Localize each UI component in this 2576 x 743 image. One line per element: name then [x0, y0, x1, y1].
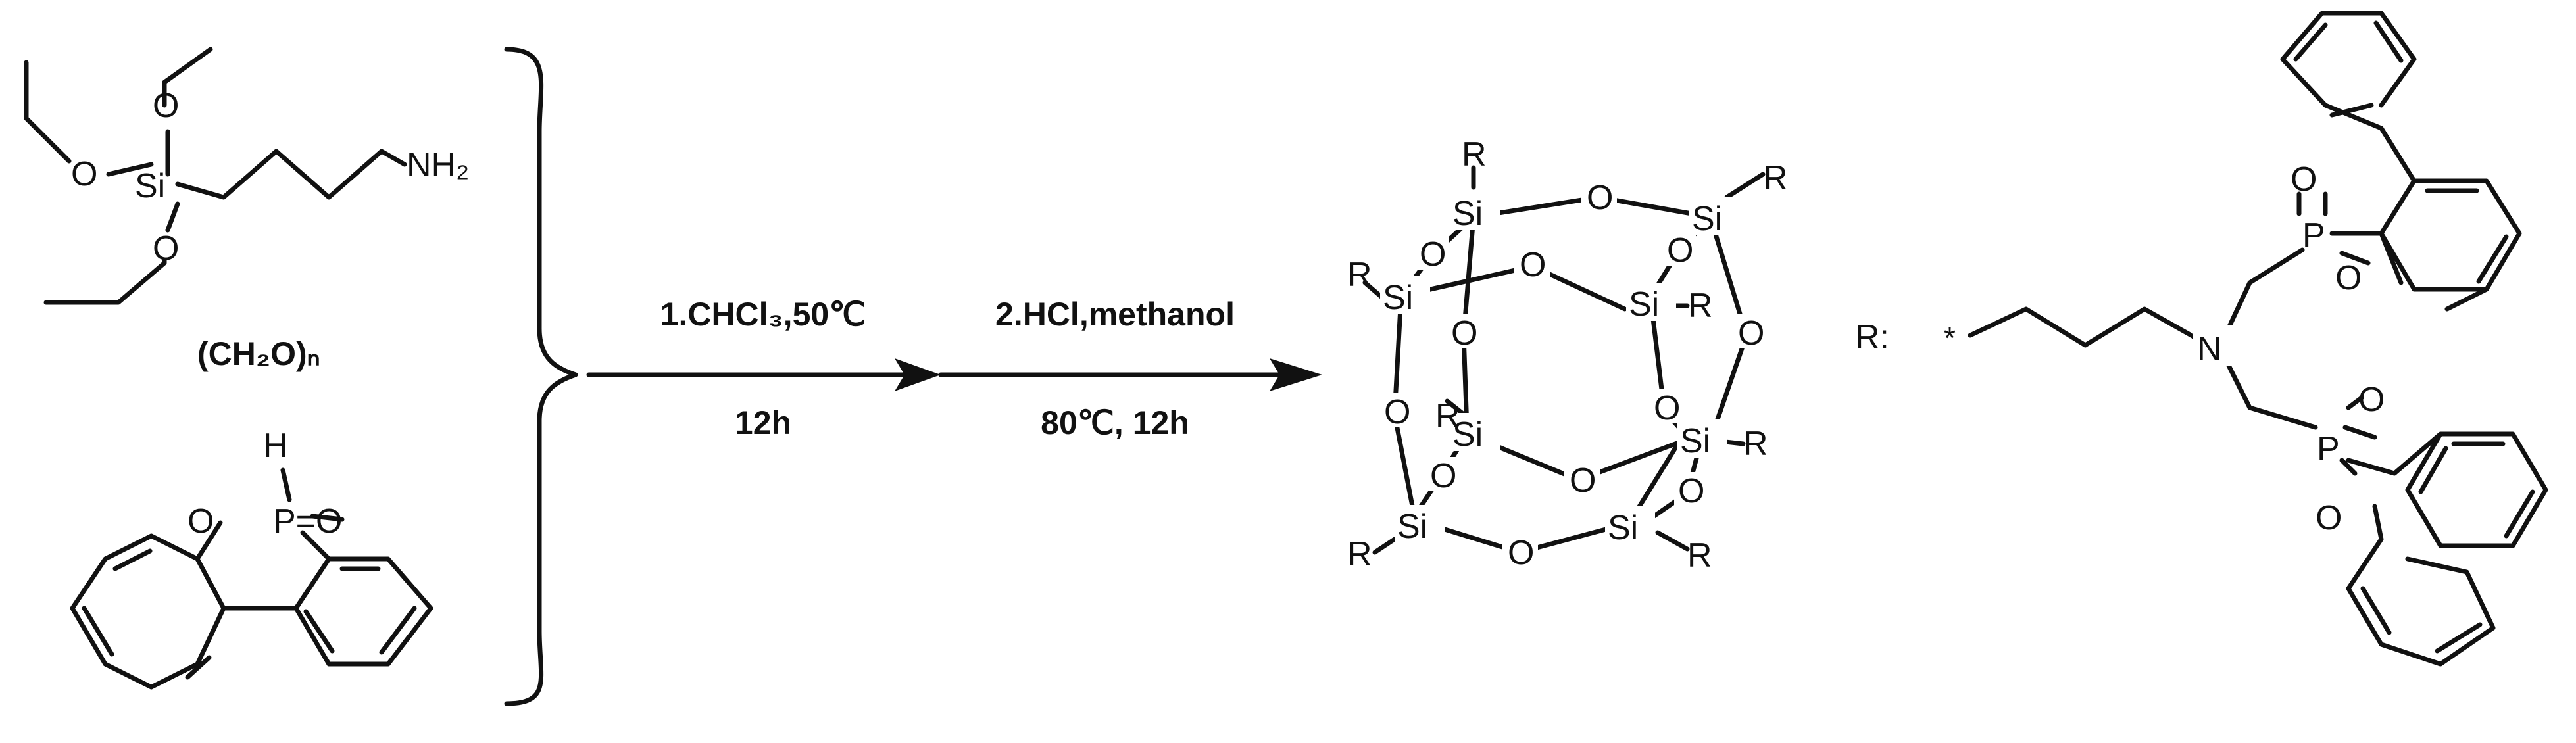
- atom-label: NH₂: [407, 146, 469, 184]
- atom-label: Si: [1629, 285, 1659, 324]
- atom-label: O: [1420, 235, 1446, 274]
- atom-label: O: [1570, 462, 1596, 500]
- atom-label: P: [2317, 430, 2340, 468]
- atom-label: P: [2302, 216, 2325, 254]
- atom-label: Si: [1680, 422, 1710, 460]
- atom-label: O: [153, 87, 179, 125]
- atom-label: O: [71, 155, 97, 193]
- atom-label: O: [1508, 534, 1534, 572]
- atom-label: N: [2197, 330, 2222, 368]
- atom-label: O: [1587, 179, 1613, 217]
- substituent-r-structure: N P O O P O O: [1968, 11, 2548, 667]
- atom-label: O: [1430, 457, 1456, 495]
- atom-label: O: [1654, 389, 1680, 427]
- dopo-structure: H O P=O: [70, 427, 433, 690]
- atom-label: Si: [1452, 416, 1483, 454]
- atom-label: Si: [135, 167, 165, 205]
- substituent-r-label: R: [1435, 397, 1460, 435]
- atom-label: O: [1520, 246, 1546, 284]
- atom-label: O: [187, 502, 214, 540]
- atom-label: O: [2335, 259, 2362, 297]
- atom-label: Si: [1692, 200, 1722, 238]
- substituent-r-label: R: [1763, 159, 1788, 197]
- atom-label: H: [263, 427, 288, 465]
- substituent-definition-label: R:: [1855, 318, 1889, 356]
- substituent-r-label: R: [1347, 535, 1372, 573]
- atom-label: O: [1678, 472, 1704, 510]
- atom-label: O: [1451, 314, 1477, 352]
- step1-conditions-top: 1.CHCl₃,50℃: [660, 296, 866, 333]
- reaction-arrow-step-1: [586, 358, 941, 391]
- atom-label: Si: [1397, 508, 1427, 546]
- atom-label: O: [2316, 499, 2342, 537]
- aminopropyltriethoxysilane-structure: O O Si O NH₂: [24, 47, 469, 305]
- atom-label: O: [2291, 160, 2317, 199]
- poss-cage-structure: Si Si Si Si Si Si Si Si O O O O O O O O …: [1347, 135, 1788, 575]
- substituent-r-label: R: [1687, 537, 1712, 575]
- substituent-r-label: R: [1462, 135, 1487, 174]
- step2-conditions-bottom: 80℃, 12h: [1041, 404, 1189, 441]
- atom-label: Si: [1608, 509, 1638, 547]
- atom-label: O: [1667, 231, 1693, 270]
- atom-label: Si: [1383, 279, 1413, 317]
- substituent-r-label: R: [1743, 425, 1768, 463]
- paraformaldehyde-label: (CH₂O)ₙ: [197, 335, 320, 372]
- substituent-r-label: R: [1347, 256, 1372, 294]
- step2-conditions-top: 2.HCl,methanol: [995, 296, 1235, 333]
- attachment-point-marker: *: [1944, 321, 1956, 355]
- atom-label: P=O: [273, 502, 343, 540]
- step1-conditions-bottom: 12h: [735, 404, 791, 441]
- atom-label: O: [2358, 381, 2385, 419]
- atom-label: O: [153, 229, 179, 268]
- substituent-r-label: R: [1688, 287, 1713, 325]
- atom-label: O: [1738, 314, 1764, 352]
- atom-label: Si: [1452, 195, 1483, 233]
- atom-label: O: [1384, 393, 1410, 431]
- grouping-brace: [504, 47, 578, 706]
- reaction-arrow-step-2: [938, 358, 1322, 391]
